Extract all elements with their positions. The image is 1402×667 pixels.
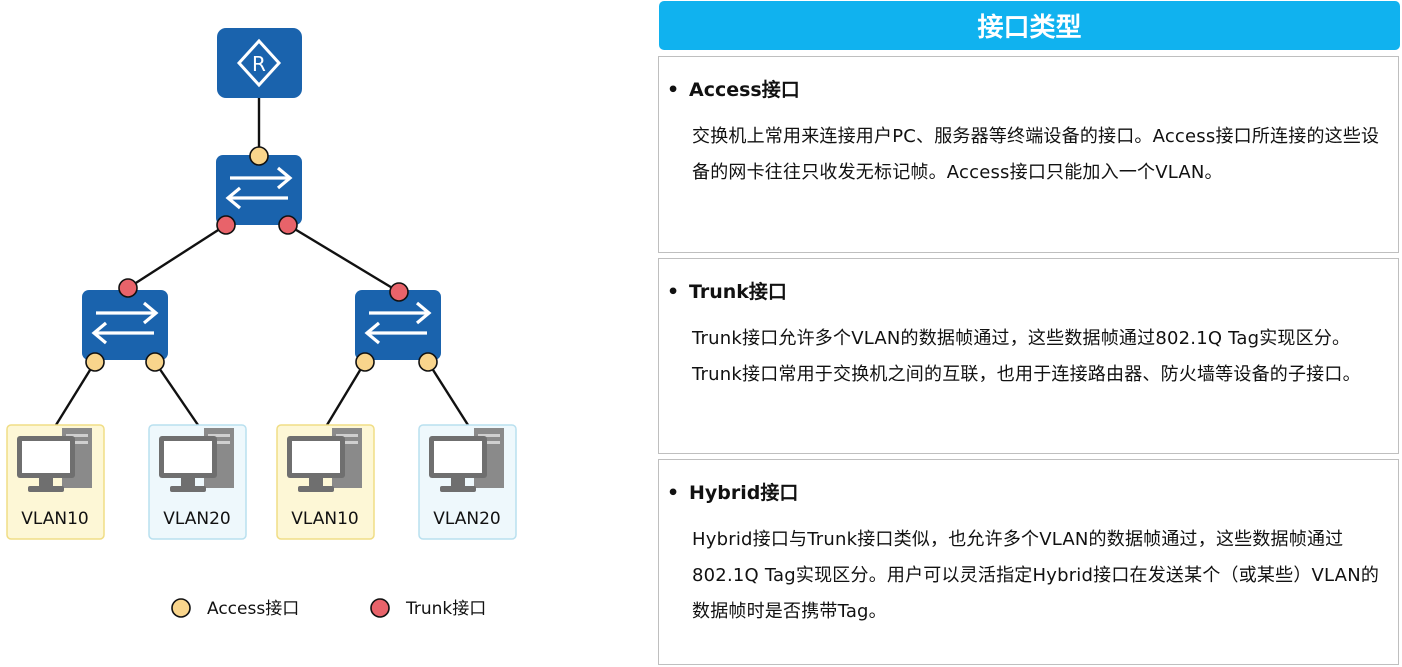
card-title: • Hybrid接口 xyxy=(667,478,798,505)
switch-icon xyxy=(364,301,432,345)
router-icon: R xyxy=(236,38,282,88)
port-access xyxy=(249,146,269,166)
link-right-pc3 xyxy=(325,361,367,426)
link-core-right xyxy=(287,223,400,294)
pc-icon xyxy=(429,428,504,492)
card-access: • Access接口 交换机上常用来连接用户PC、服务器等终端设备的接口。Acce… xyxy=(658,56,1399,253)
link-core-left xyxy=(127,223,227,290)
port-access xyxy=(355,352,375,372)
router-body xyxy=(217,28,302,98)
legend-trunk-label: Trunk接口 xyxy=(405,599,486,619)
link-left-pc2 xyxy=(154,361,199,426)
ports xyxy=(85,146,438,372)
link-left-pc1 xyxy=(54,361,97,426)
legend-access-dot xyxy=(171,598,191,618)
card-body: 交换机上常用来连接用户PC、服务器等终端设备的接口。Access接口所连接的这些… xyxy=(692,126,1380,183)
pc-label: VLAN10 xyxy=(21,509,88,529)
panel-header: 接口类型 xyxy=(659,1,1400,50)
bullet-icon: • xyxy=(667,281,680,303)
card-hybrid: • Hybrid接口 Hybrid接口与Trunk接口类似，也允许多个VLAN的数… xyxy=(658,459,1399,665)
port-access xyxy=(85,352,105,372)
card-body: Hybrid接口与Trunk接口类似，也允许多个VLAN的数据帧通过，这些数据帧… xyxy=(692,529,1380,622)
port-trunk xyxy=(118,278,138,298)
port-access xyxy=(418,352,438,372)
panel-title: 接口类型 xyxy=(977,13,1082,43)
port-trunk xyxy=(278,215,298,235)
port-access xyxy=(145,352,165,372)
router: R xyxy=(217,28,302,98)
links xyxy=(54,97,470,426)
pc-label: VLAN10 xyxy=(291,509,358,529)
core-switch xyxy=(216,155,302,225)
switch-icon xyxy=(225,166,293,210)
legend: Access接口 Trunk接口 xyxy=(171,598,486,619)
pc-vlan10-1: VLAN10 xyxy=(6,424,105,540)
pc-vlan20-1: VLAN20 xyxy=(148,424,247,540)
card-title-text: Hybrid接口 xyxy=(689,482,799,504)
pc-vlan20-2: VLAN20 xyxy=(418,424,517,540)
card-body: Trunk接口允许多个VLAN的数据帧通过，这些数据帧通过802.1Q Tag实… xyxy=(692,328,1361,385)
bullet-icon: • xyxy=(667,79,680,101)
network-topology-diagram: R xyxy=(6,28,517,619)
access-switch-left xyxy=(82,290,168,360)
link-right-pc4 xyxy=(426,361,470,426)
legend-trunk-dot xyxy=(370,598,390,618)
pc-label: VLAN20 xyxy=(433,509,500,529)
pc-icon xyxy=(159,428,234,492)
switch-icon xyxy=(91,301,159,345)
access-switch-right xyxy=(355,290,441,360)
card-title: • Access接口 xyxy=(667,75,800,102)
port-trunk xyxy=(216,215,236,235)
pc-icon xyxy=(287,428,362,492)
bullet-icon: • xyxy=(667,482,680,504)
pc-icon xyxy=(17,428,92,492)
svg-text:R: R xyxy=(252,52,266,76)
pc-vlan10-2: VLAN10 xyxy=(276,424,375,540)
card-trunk: • Trunk接口 Trunk接口允许多个VLAN的数据帧通过，这些数据帧通过80… xyxy=(658,258,1399,454)
card-title-text: Access接口 xyxy=(689,79,800,101)
card-title: • Trunk接口 xyxy=(667,277,787,304)
port-trunk xyxy=(389,282,409,302)
card-title-text: Trunk接口 xyxy=(689,281,787,303)
legend-access-label: Access接口 xyxy=(207,599,299,619)
pc-label: VLAN20 xyxy=(163,509,230,529)
